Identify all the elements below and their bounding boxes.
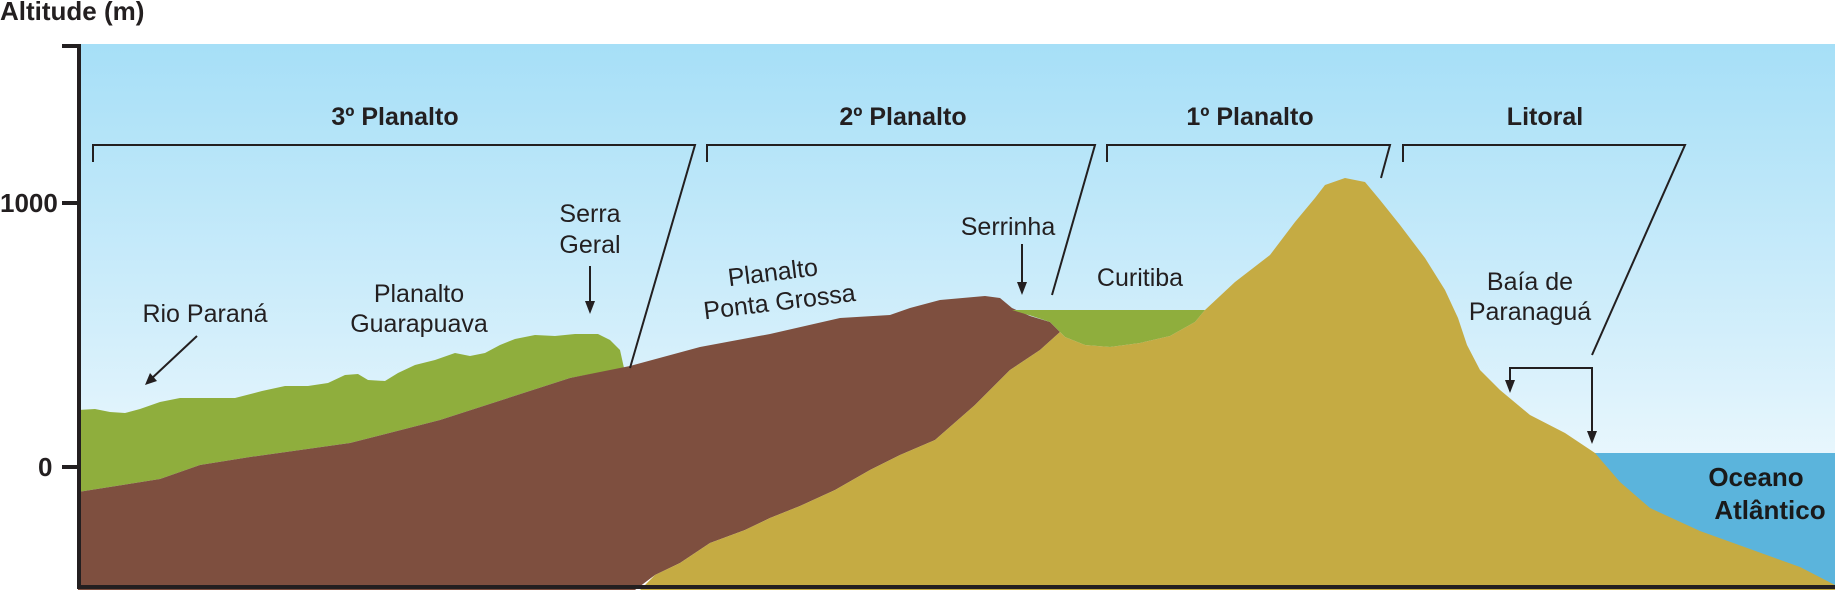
label-rio-parana: Rio Paraná xyxy=(142,300,267,328)
y-axis-title: Altitude (m) xyxy=(0,0,144,26)
arrowhead-baia-right xyxy=(1587,431,1597,444)
arrow-rio-parana xyxy=(149,335,198,381)
label-baia-paranagua-line1: Baía de xyxy=(1487,268,1573,296)
first-plateau-serra-body xyxy=(640,178,1835,590)
third-plateau-surface xyxy=(78,334,624,492)
label-baia-paranagua-line2: Paranaguá xyxy=(1469,298,1591,326)
arrowhead-serrinha xyxy=(1017,282,1027,295)
region-label-litoral: Litoral xyxy=(1507,103,1583,131)
y-tick-label-1000: 1000 xyxy=(0,188,58,218)
curitiba-basin xyxy=(1012,310,1205,347)
arrowhead-serra-geral xyxy=(585,301,595,314)
bracket-litoral xyxy=(1402,144,1687,356)
arrowhead-rio-parana xyxy=(145,373,157,385)
arrowhead-baia-left xyxy=(1505,380,1515,393)
region-label-3-planalto: 3º Planalto xyxy=(331,103,458,131)
label-oceano-line2: Atlântico xyxy=(1714,495,1825,525)
label-planalto-guarapuava-line1: Planalto xyxy=(374,280,464,308)
y-tick-label-0: 0 xyxy=(38,452,52,482)
region-label-2-planalto: 2º Planalto xyxy=(839,103,966,131)
label-serra-geral-line2: Geral xyxy=(559,231,620,259)
bracket-1-planalto xyxy=(1106,144,1392,179)
label-planalto-guarapuava-line2: Guarapuava xyxy=(350,310,488,338)
second-plateau-body xyxy=(78,296,1060,590)
bracket-2-planalto xyxy=(706,144,1097,296)
bracket-3-planalto xyxy=(92,144,697,369)
bracket-baia-paranagua xyxy=(1509,367,1593,434)
region-label-1-planalto: 1º Planalto xyxy=(1186,103,1313,131)
label-serrinha: Serrinha xyxy=(961,213,1056,241)
label-curitiba: Curitiba xyxy=(1097,264,1183,292)
label-oceano-line1: Oceano xyxy=(1708,462,1803,492)
label-serra-geral-line1: Serra xyxy=(559,200,620,228)
